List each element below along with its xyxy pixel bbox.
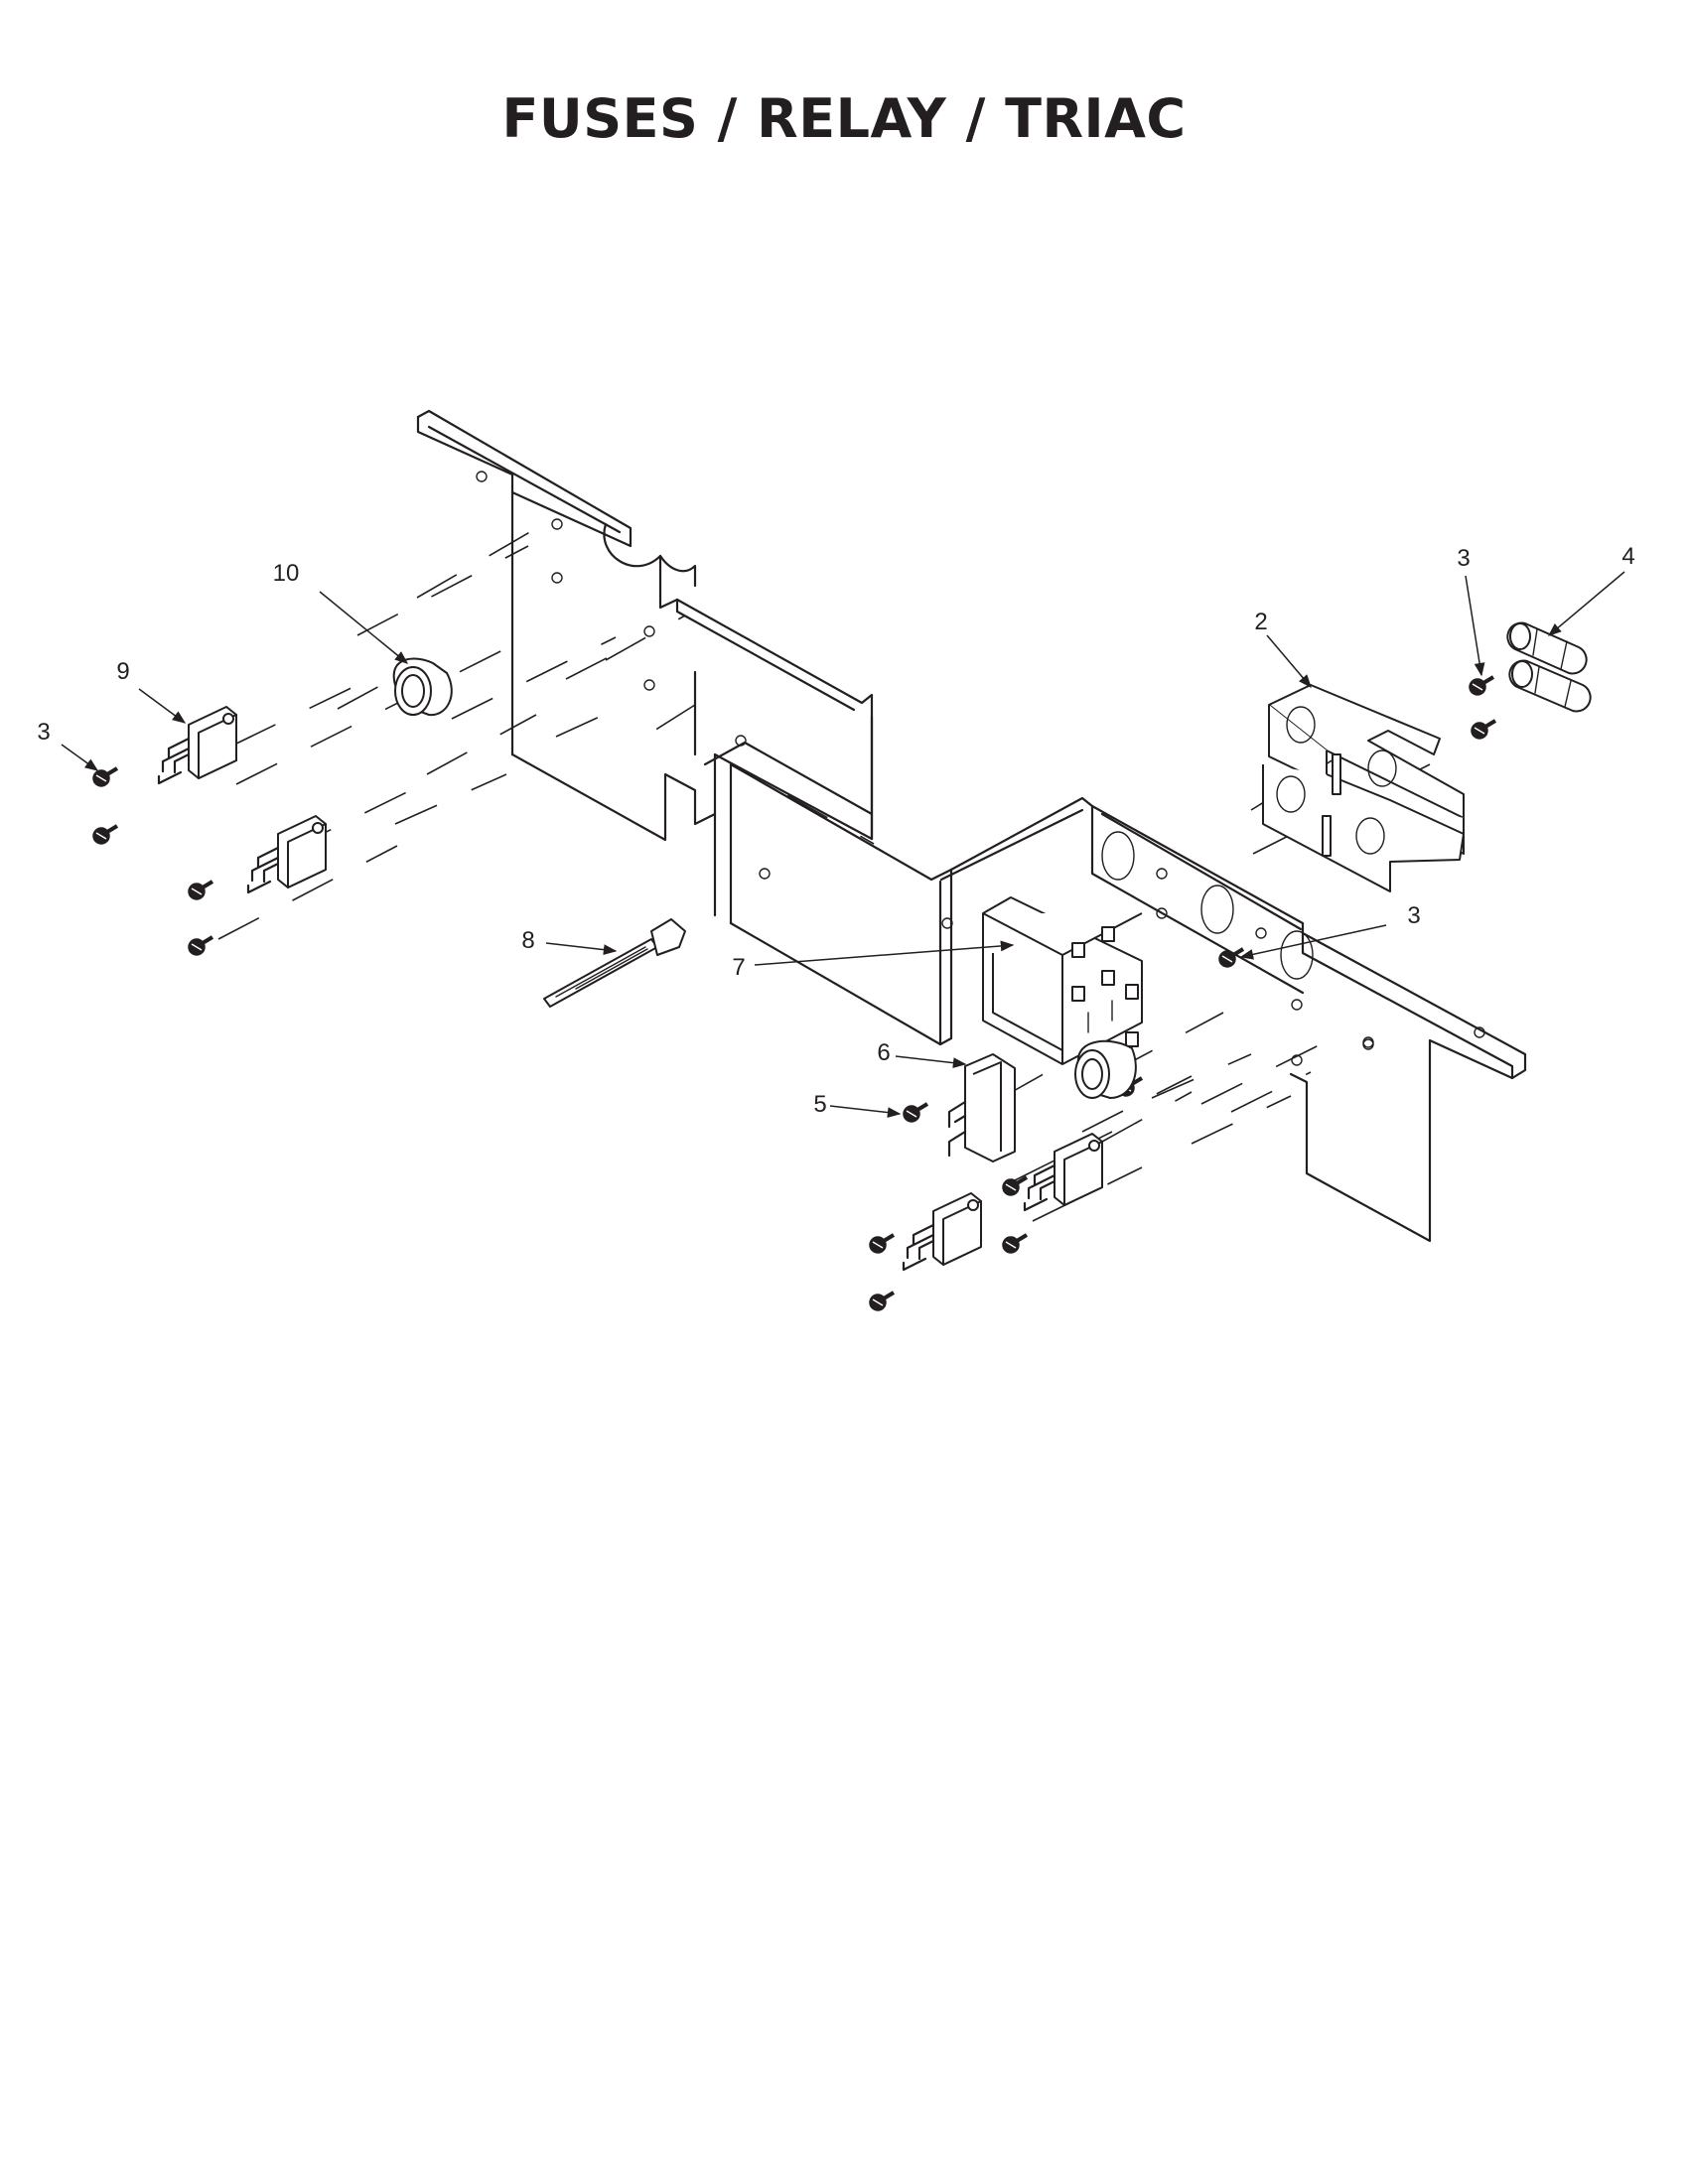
page-title: FUSES / RELAY / TRIAC: [501, 87, 1187, 150]
screw-icon: [1470, 719, 1497, 741]
callout-2: 2: [1254, 609, 1267, 635]
screw-icon: [187, 880, 214, 901]
relay-7: [982, 896, 1143, 1065]
callout-7: 7: [732, 954, 745, 981]
cable-tie-8: [543, 918, 686, 1008]
alignment-lines-left: [217, 525, 696, 940]
terminal-block-6: [947, 1053, 1016, 1162]
callout-8: 8: [521, 927, 534, 954]
callout-6: 6: [877, 1039, 890, 1066]
grommet-10: [392, 657, 453, 717]
screw-icon: [1001, 1233, 1029, 1255]
screw-icon: [1468, 675, 1495, 697]
screw-icon: [1001, 1175, 1029, 1197]
callout-9: 9: [116, 658, 129, 685]
screw-icon: [902, 1102, 929, 1124]
screw-icon: [91, 766, 119, 788]
triac-9: [157, 705, 238, 785]
callout-3-top: 3: [1457, 545, 1470, 572]
screw-icon: [187, 935, 214, 957]
screw-icon: [868, 1233, 896, 1255]
triac-right-upper: [1023, 1132, 1104, 1212]
callout-10: 10: [273, 560, 300, 587]
grommet-right: [1074, 1039, 1137, 1099]
callout-4: 4: [1621, 543, 1634, 570]
callout-3-right: 3: [1407, 902, 1420, 929]
leader-lines: [61, 571, 1625, 1118]
callout-3-left: 3: [37, 719, 50, 746]
fuses-4: [1506, 621, 1592, 713]
screw-icon: [91, 824, 119, 846]
screw-icon: [868, 1291, 896, 1312]
callout-5: 5: [813, 1091, 826, 1118]
fuse-holder-2: [1262, 684, 1465, 892]
triac-left-lower: [246, 814, 328, 894]
triac-right-lower: [902, 1191, 983, 1272]
mounting-bracket: [416, 409, 1527, 1243]
